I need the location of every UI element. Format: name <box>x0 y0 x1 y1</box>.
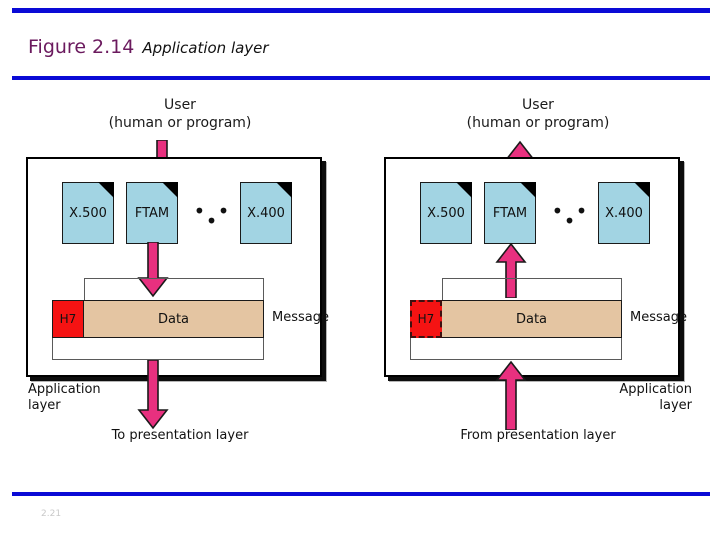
header-h7-sender: H7 <box>52 300 84 338</box>
message-bracket-bottom-sender <box>52 338 264 360</box>
protocol-doc-label: FTAM <box>492 205 528 221</box>
arrow-down-to-presentation <box>137 360 169 430</box>
page-fold-icon <box>520 182 536 198</box>
page-fold-icon <box>634 182 650 198</box>
layer-name-receiver: Application layer <box>619 382 692 414</box>
page-fold-icon <box>276 182 292 198</box>
user-label-receiver: User (human or program) <box>362 96 714 132</box>
arrow-up-message-to-ftam <box>495 242 527 298</box>
data-bracket-top-receiver <box>442 278 622 300</box>
user-line-2: (human or program) <box>466 115 610 131</box>
ellipsis-dots: • • • <box>551 199 591 233</box>
protocol-doc-x400: X.400 <box>598 182 650 244</box>
protocol-doc-label: FTAM <box>134 205 170 221</box>
protocol-doc-ftam: FTAM <box>484 182 536 244</box>
user-line-1: User <box>164 97 196 113</box>
message-bar-sender: H7 Data <box>52 300 264 338</box>
layer-name-sender: Application layer <box>28 382 101 414</box>
message-caption-sender: Message <box>272 310 329 325</box>
protocol-doc-label: X.500 <box>69 205 107 221</box>
protocol-doc-label: X.400 <box>247 205 285 221</box>
user-label-sender: User (human or program) <box>4 96 356 132</box>
protocol-doc-label: X.500 <box>427 205 465 221</box>
protocol-row-receiver: X.500 FTAM • • • X.400 <box>362 182 714 244</box>
protocol-doc-x500: X.500 <box>62 182 114 244</box>
figure-subtitle: Application layer <box>142 39 269 57</box>
header-h7-receiver: H7 <box>410 300 442 338</box>
page-fold-icon <box>456 182 472 198</box>
protocol-doc-x400: X.400 <box>240 182 292 244</box>
sender-panel: User (human or program) X.500 FTAM • • •… <box>4 96 356 456</box>
page-number: 2.21 <box>41 509 62 519</box>
layer-name-line-1: Application <box>619 382 692 397</box>
message-bar-receiver: H7 Data <box>410 300 622 338</box>
page-fold-icon <box>98 182 114 198</box>
ellipsis-dots: • • • <box>193 199 233 233</box>
page-fold-icon <box>162 182 178 198</box>
presentation-caption-sender: To presentation layer <box>111 428 249 443</box>
data-bracket-top-sender <box>84 278 264 300</box>
top-rule <box>12 8 710 13</box>
protocol-row-sender: X.500 FTAM • • • X.400 <box>4 182 356 244</box>
page-title: Figure 2.14 Application layer <box>28 36 269 58</box>
user-line-1: User <box>522 97 554 113</box>
protocol-doc-x500: X.500 <box>420 182 472 244</box>
user-line-2: (human or program) <box>108 115 252 131</box>
presentation-caption-receiver: From presentation layer <box>460 428 616 443</box>
bottom-rule <box>12 492 710 496</box>
title-underline-rule <box>12 76 710 80</box>
data-payload-sender: Data <box>84 300 264 338</box>
layer-name-line-1: Application <box>28 382 101 397</box>
layer-name-line-2: layer <box>659 398 692 413</box>
layer-name-line-2: layer <box>28 398 61 413</box>
protocol-doc-ftam: FTAM <box>126 182 178 244</box>
figure-label: Figure 2.14 <box>28 36 135 58</box>
message-caption-receiver: Message <box>630 310 687 325</box>
receiver-panel: User (human or program) X.500 FTAM • • •… <box>362 96 714 456</box>
data-payload-receiver: Data <box>442 300 622 338</box>
protocol-doc-label: X.400 <box>605 205 643 221</box>
arrow-up-from-presentation <box>495 360 527 430</box>
message-bracket-bottom-receiver <box>410 338 622 360</box>
